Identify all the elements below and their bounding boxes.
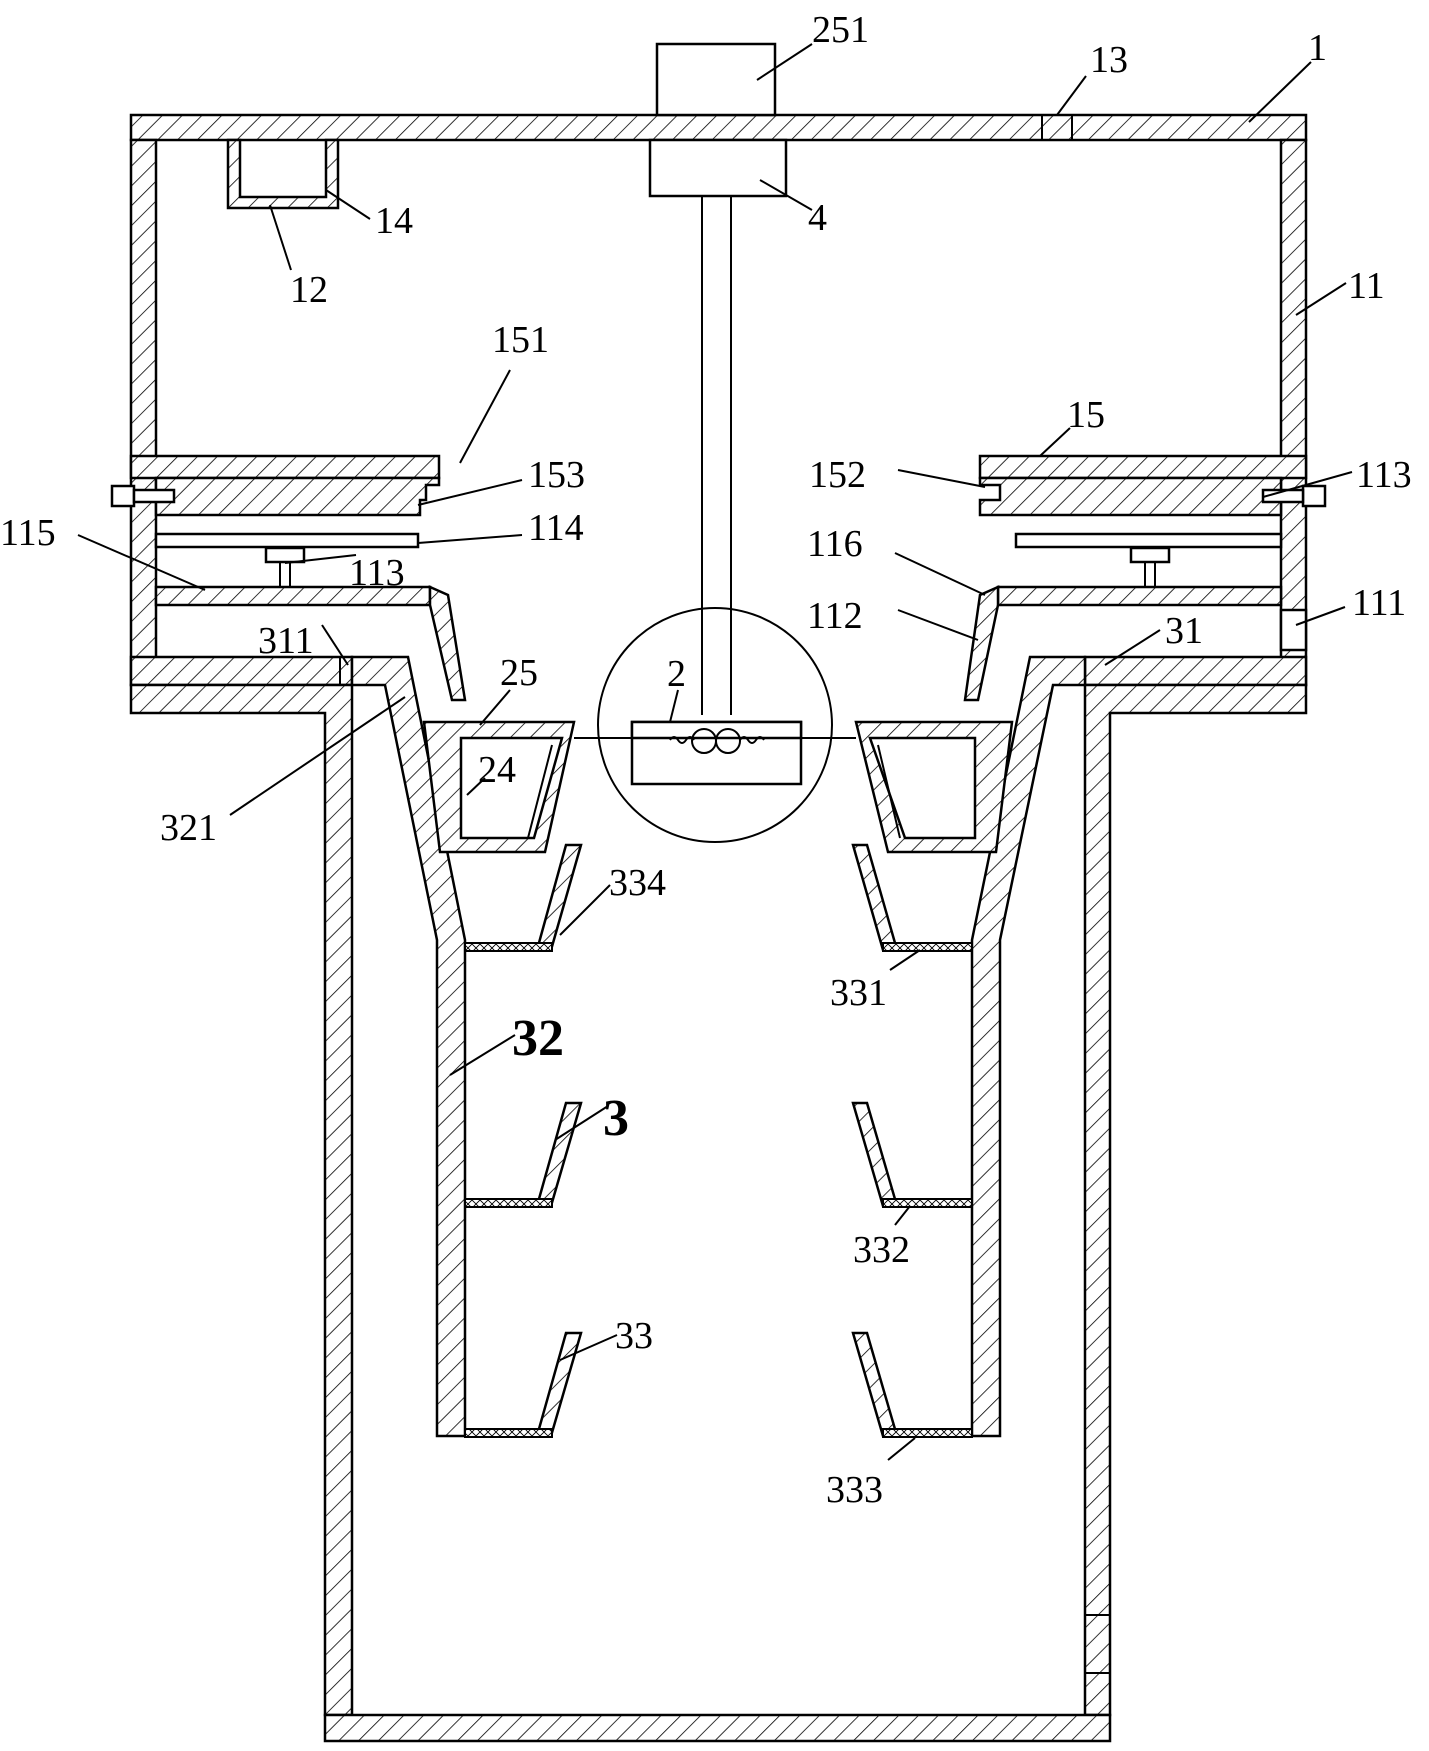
label-321: 321 (160, 807, 217, 849)
plate-151 (129, 454, 441, 480)
label-3: 3 (603, 1090, 629, 1147)
lower-tank (129, 657, 1308, 1743)
motor-4 (648, 138, 788, 198)
plate-15 (978, 454, 1308, 480)
label-11: 11 (1348, 265, 1385, 307)
label-113-left: 113 (349, 552, 405, 594)
label-113-right: 113 (1356, 454, 1412, 496)
leader-lines (77, 43, 1353, 1461)
knob-left (110, 484, 136, 508)
block-153 (154, 476, 441, 517)
label-32: 32 (512, 1010, 564, 1067)
label-151: 151 (492, 319, 549, 361)
left-wall (129, 138, 158, 687)
right-wall-11 (1279, 138, 1308, 687)
rod-114-left (154, 532, 420, 549)
funnel-right-112 (963, 585, 1000, 702)
rotor-assembly (422, 607, 1014, 854)
filter-trays (464, 843, 973, 1438)
label-311: 311 (258, 620, 314, 662)
label-332: 332 (853, 1229, 910, 1271)
label-331: 331 (830, 972, 887, 1014)
label-14: 14 (375, 200, 413, 242)
label-334: 334 (609, 862, 666, 904)
label-31: 31 (1165, 610, 1203, 652)
label-24: 24 (478, 749, 516, 791)
cylinder-right-wall (970, 655, 1087, 1438)
drive-shaft (701, 196, 732, 715)
upper-housing (129, 42, 1308, 687)
reference-labels: 251 13 1 4 14 12 11 151 15 153 152 113 1… (0, 9, 1412, 1511)
label-152: 152 (809, 454, 866, 496)
plate-assembly (110, 454, 1327, 702)
label-112: 112 (807, 595, 863, 637)
label-15: 15 (1067, 394, 1105, 436)
tank-right-wall (1083, 683, 1308, 1717)
block-152 (978, 476, 1283, 517)
label-153: 153 (528, 454, 585, 496)
motor-251 (655, 42, 777, 117)
label-116: 116 (807, 523, 863, 565)
label-333: 333 (826, 1469, 883, 1511)
label-251: 251 (812, 9, 869, 51)
label-33: 33 (615, 1315, 653, 1357)
label-13: 13 (1090, 39, 1128, 81)
tank-bottom (323, 1713, 1112, 1743)
label-25: 25 (500, 652, 538, 694)
label-2: 2 (667, 653, 686, 695)
label-4: 4 (808, 197, 827, 239)
lower-flange-left (129, 655, 354, 687)
detail-circle (597, 607, 833, 843)
lower-flange-right (1083, 655, 1308, 687)
label-111: 111 (1352, 582, 1406, 624)
funnel-left (428, 585, 467, 702)
floor-116 (996, 585, 1283, 607)
top-plate (129, 113, 1308, 142)
label-115: 115 (0, 512, 56, 554)
label-114: 114 (528, 507, 584, 549)
rod-114-right (1014, 532, 1283, 549)
knob-right (1301, 484, 1327, 508)
label-1: 1 (1308, 27, 1327, 69)
label-12: 12 (290, 269, 328, 311)
box-14 (226, 138, 340, 210)
